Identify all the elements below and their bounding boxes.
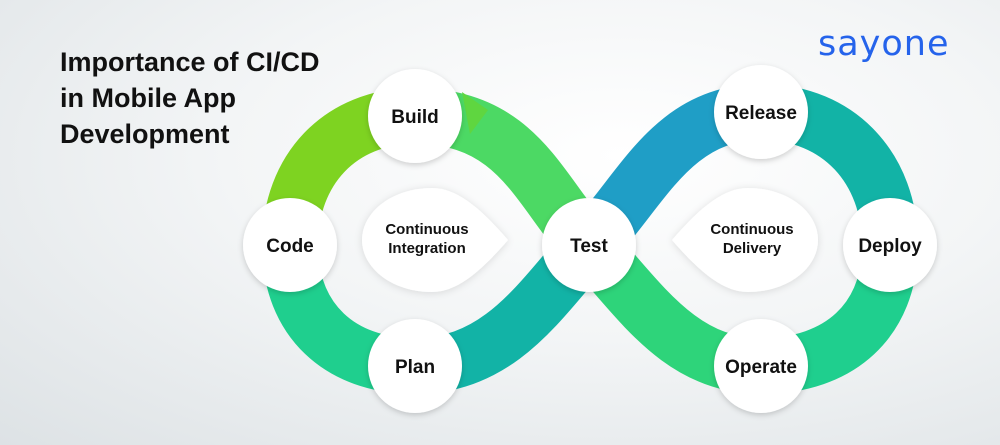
sayone-logo: sayone [818, 24, 950, 64]
node-test: Test [542, 198, 636, 292]
cd-center-line-1: Continuous [710, 221, 793, 238]
node-deploy-label: Deploy [858, 236, 922, 257]
node-code: Code [243, 198, 337, 292]
title-line-1: Importance of CI/CD [60, 47, 320, 77]
ci-center-line-2: Integration [388, 240, 466, 257]
arrow-build-tip [462, 92, 488, 134]
title-line-2: in Mobile App [60, 83, 236, 113]
node-plan-label: Plan [395, 357, 435, 378]
ci-center-drop [362, 188, 508, 292]
cd-center-drop [672, 188, 818, 292]
node-release: Release [714, 65, 808, 159]
cd-center-line-2: Delivery [723, 240, 782, 257]
node-release-label: Release [725, 103, 797, 124]
node-test-label: Test [570, 236, 608, 257]
node-deploy: Deploy [843, 198, 937, 292]
node-plan: Plan [368, 319, 462, 413]
ci-center-line-1: Continuous [385, 221, 468, 238]
node-build-label: Build [391, 107, 439, 128]
node-operate-label: Operate [725, 357, 797, 378]
page-title: Importance of CI/CD in Mobile App Develo… [60, 44, 320, 152]
node-build: Build [368, 69, 462, 163]
title-line-3: Development [60, 119, 230, 149]
node-code-label: Code [266, 236, 314, 257]
node-operate: Operate [714, 319, 808, 413]
